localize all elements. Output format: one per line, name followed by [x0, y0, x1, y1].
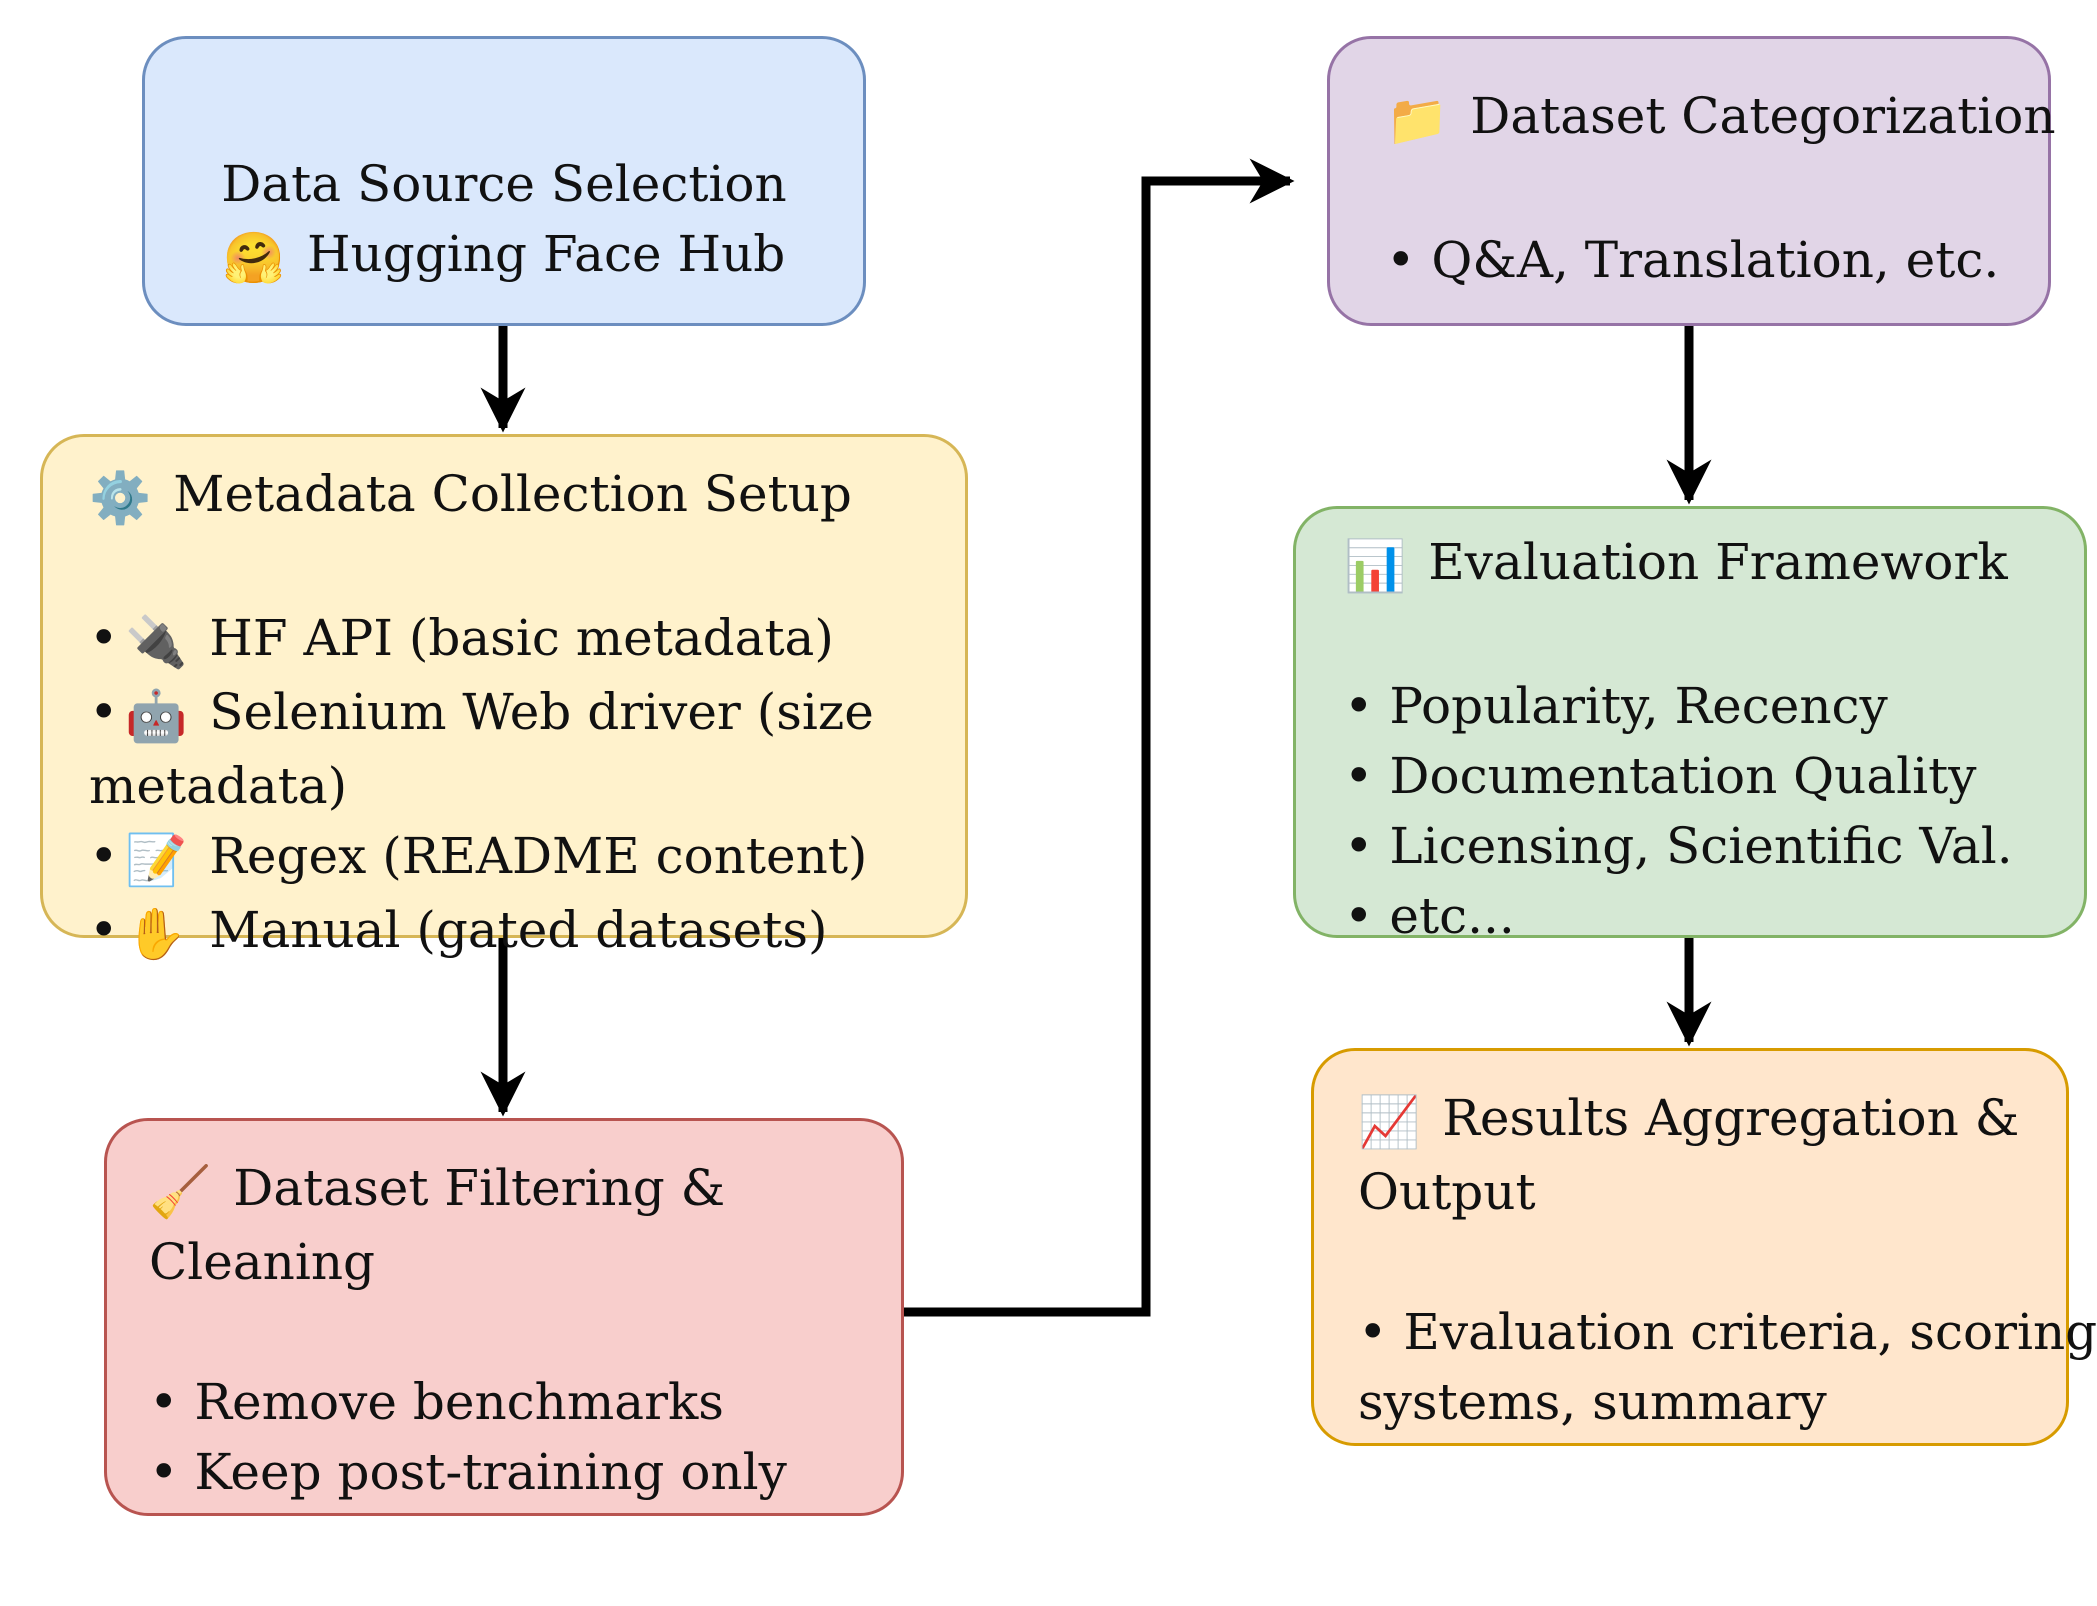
list-item-continuation: metadata) [89, 757, 348, 815]
hugging-face-icon: 🤗 [222, 229, 285, 287]
list-item: • Documentation Quality [1344, 747, 1977, 805]
list-item: •📝Regex (README content) [89, 821, 965, 895]
list-item: • Licensing, Scientific Val. [1344, 817, 2013, 875]
gear-icon: ⚙️ [89, 469, 152, 527]
list-item: • Keep post-training only [149, 1443, 787, 1501]
results-title-continuation: Output [1358, 1163, 1536, 1221]
list-item: •🔌HF API (basic metadata) [89, 603, 965, 677]
list-item: • Popularity, Recency [1344, 677, 1888, 735]
arrow-filtering-to-categorization [904, 158, 1295, 1317]
list-item: • etc... [1344, 887, 1515, 945]
categorization-title: Dataset Categorization [1470, 87, 2056, 145]
bar-chart-icon: 📊 [1344, 537, 1407, 595]
list-item: • Remove benchmarks [149, 1373, 724, 1431]
list-item-continuation: systems, summary [1358, 1373, 1827, 1431]
metadata-title: Metadata Collection Setup [173, 465, 852, 523]
list-item: •✋Manual (gated datasets) [89, 895, 965, 969]
dataset-filtering-box: 🧹 Dataset Filtering & Cleaning • Remove b… [104, 1118, 904, 1516]
data-source-title: Data Source Selection [221, 155, 787, 213]
filtering-title-continuation: Cleaning [149, 1233, 376, 1291]
dataset-categorization-box: 📁 Dataset Categorization • Q&A, Translati… [1327, 36, 2056, 326]
filtering-title: Dataset Filtering & [233, 1159, 726, 1217]
robot-icon: 🤖 [125, 687, 188, 745]
evaluation-title: Evaluation Framework [1428, 533, 2008, 591]
list-item: • Q&A, Translation, etc. [1386, 231, 2000, 289]
data-source-subtitle: Hugging Face Hub [306, 225, 786, 283]
list-item: •🤖Selenium Web driver (size [89, 677, 965, 751]
data-source-box: Data Source Selection 🤗 Hugging Face Hub [142, 36, 866, 326]
results-aggregation-box: 📈 Results Aggregation & Output • Evaluati… [1311, 1048, 2097, 1446]
metadata-collection-box: ⚙️ Metadata Collection Setup •🔌HF API (ba… [40, 434, 968, 963]
memo-icon: 📝 [125, 831, 188, 889]
results-title: Results Aggregation & [1442, 1089, 2020, 1147]
plug-icon: 🔌 [125, 613, 188, 671]
raised-hand-icon: ✋ [125, 905, 188, 963]
folder-icon: 📁 [1386, 91, 1449, 149]
chart-increasing-icon: 📈 [1358, 1093, 1421, 1151]
list-item: • Evaluation criteria, scoring [1358, 1303, 2097, 1361]
evaluation-framework-box: 📊 Evaluation Framework • Popularity, Rece… [1293, 506, 2087, 945]
broom-icon: 🧹 [149, 1163, 212, 1221]
